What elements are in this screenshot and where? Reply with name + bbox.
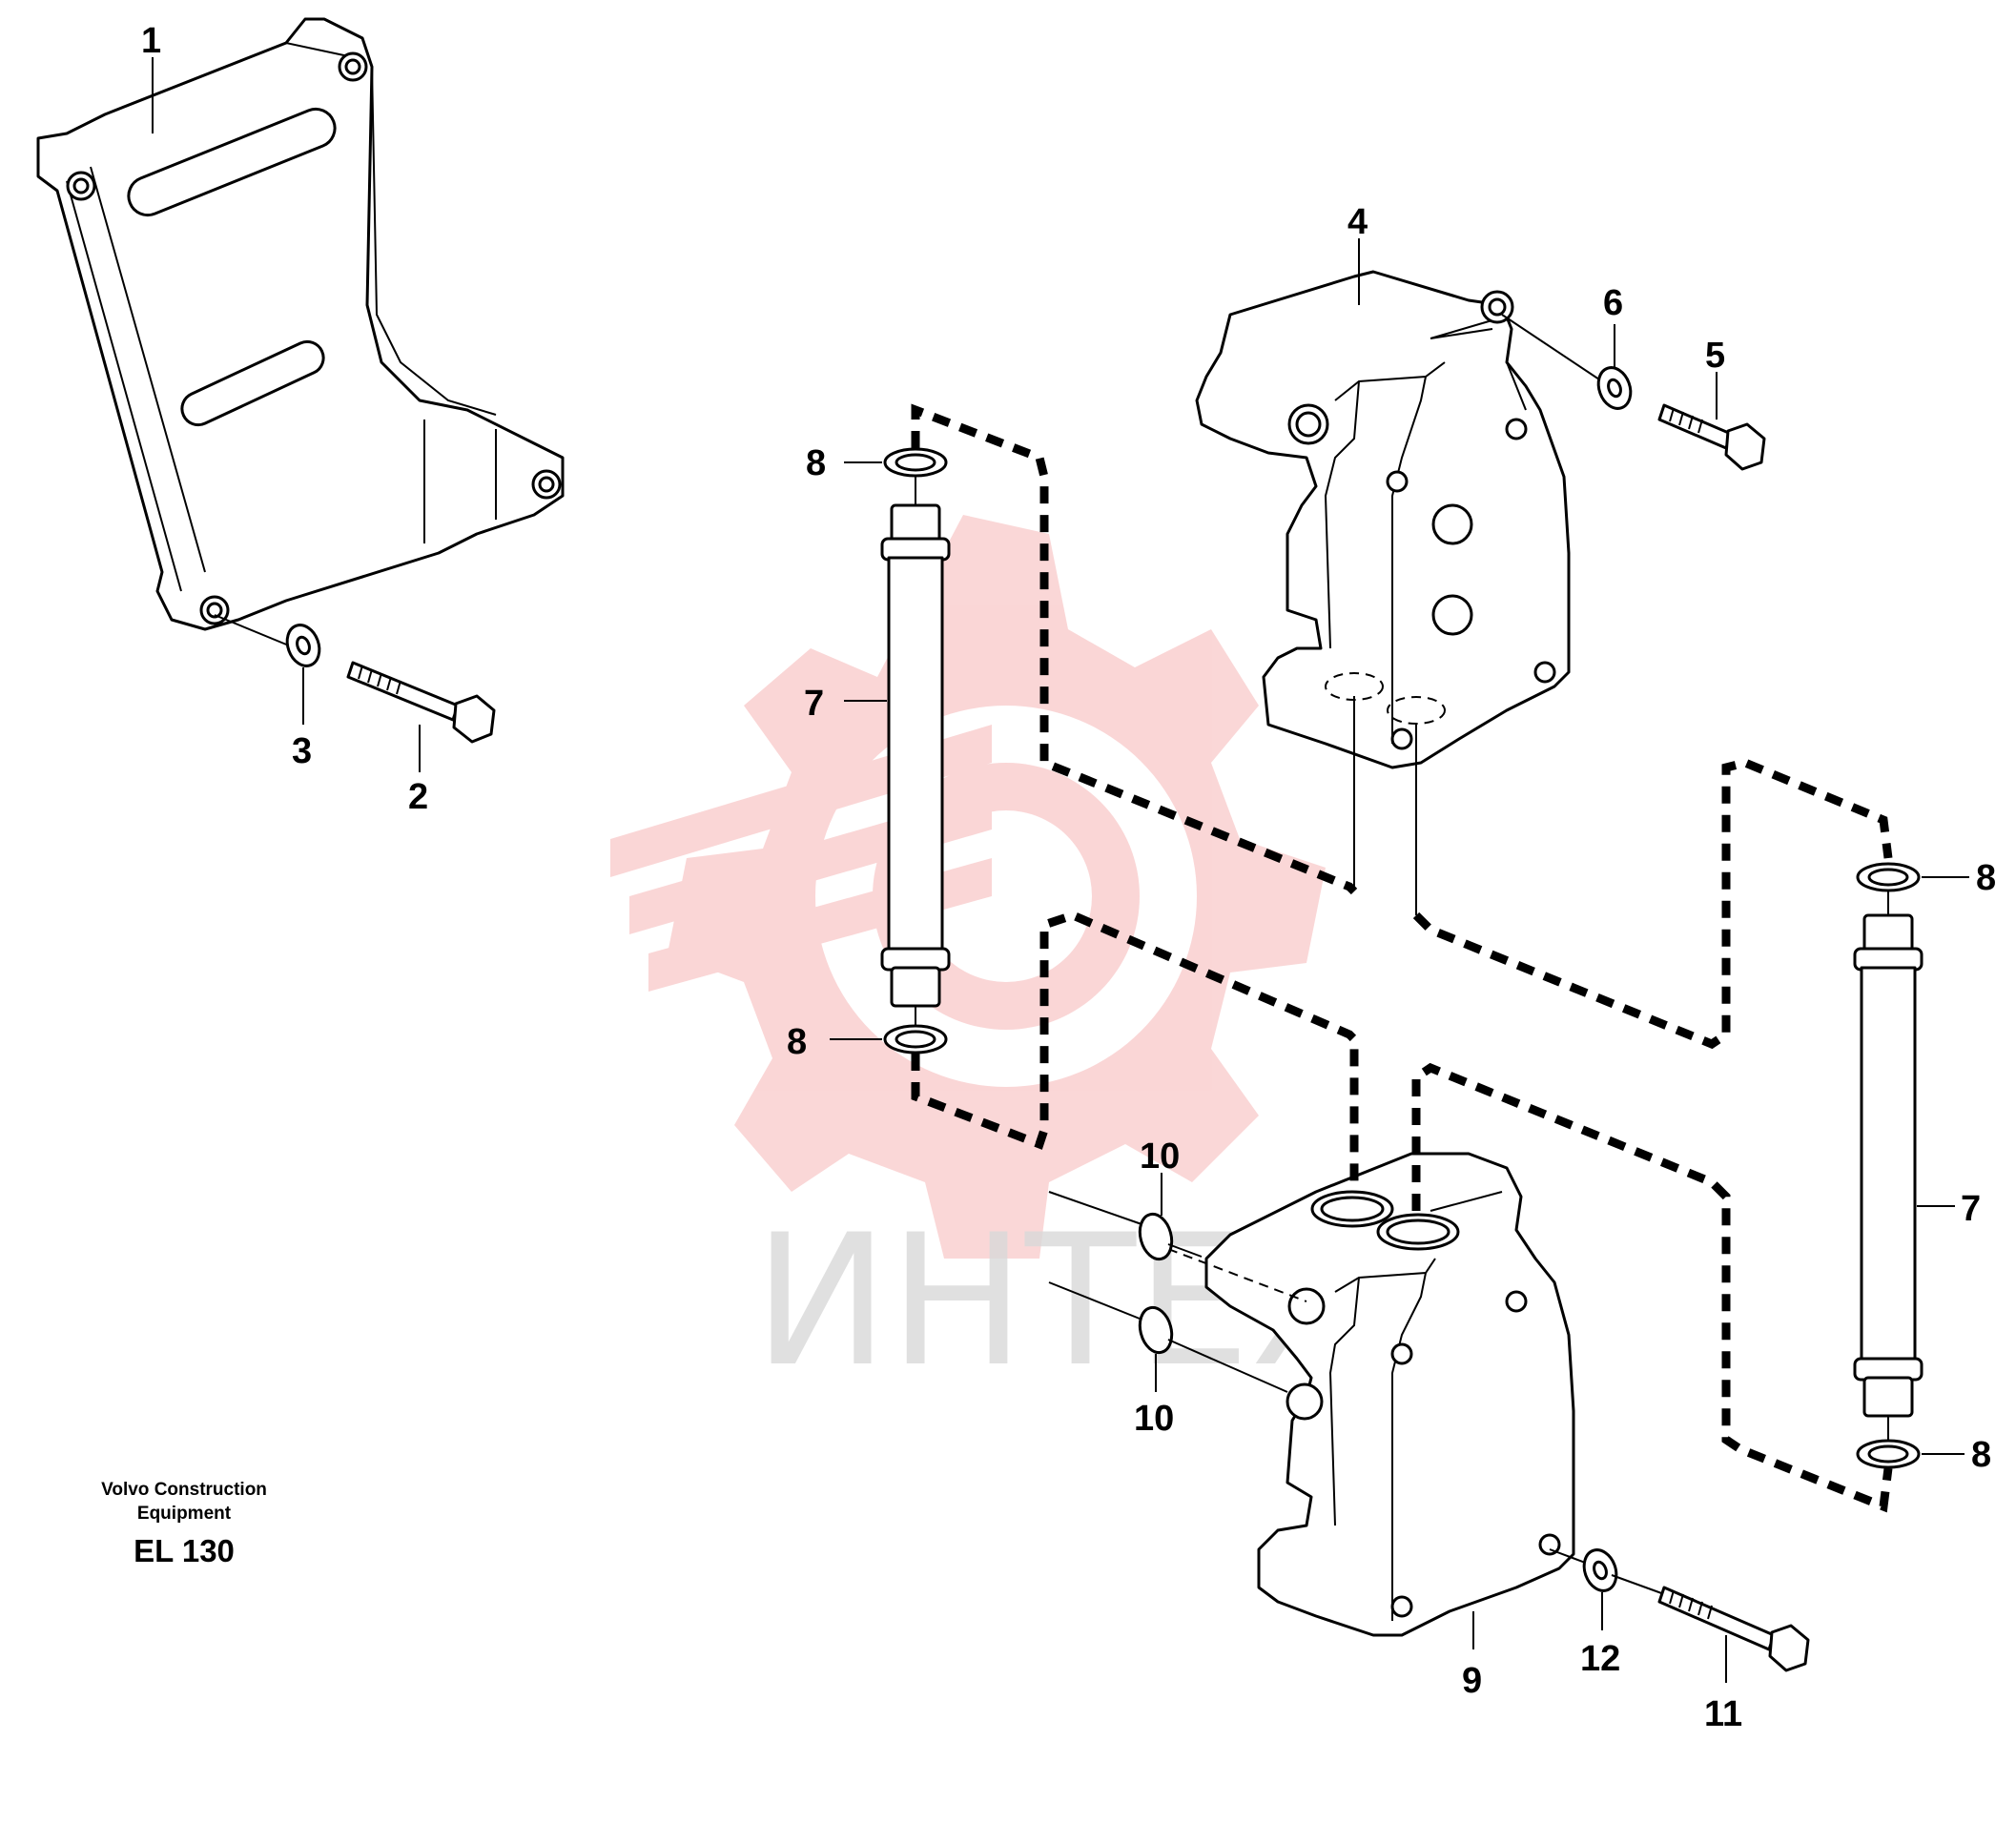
callout-7-left: 7 (804, 684, 824, 724)
o-ring-10-lower (1048, 1281, 1288, 1393)
callout-8-right-top: 8 (1976, 858, 1996, 898)
valve-block-lower (1167, 1152, 1575, 1637)
callout-5: 5 (1705, 336, 1725, 376)
callout-11: 11 (1704, 1694, 1742, 1734)
o-ring-10-upper (1048, 1191, 1203, 1261)
maker-note: Volvo Construction Equipment EL 130 (101, 1480, 267, 1568)
watermark-logo (610, 515, 1326, 1259)
pipe-7-left (880, 467, 951, 1034)
callout-9: 9 (1462, 1661, 1482, 1701)
callout-10-lower: 10 (1134, 1399, 1174, 1439)
callout-labels: 1 3 2 4 6 5 8 7 8 8 7 8 10 10 9 12 11 (141, 21, 1996, 1734)
washer-3 (214, 614, 321, 667)
callout-2: 2 (408, 777, 428, 817)
model-code: EL 130 (134, 1533, 235, 1568)
callout-4: 4 (1347, 202, 1368, 242)
washer-12 (1549, 1548, 1665, 1595)
callout-10-upper: 10 (1140, 1137, 1180, 1177)
bolt-2 (346, 661, 496, 744)
callout-7-right: 7 (1961, 1189, 1981, 1229)
washer-6 (1501, 314, 1633, 410)
maker-line-1: Volvo Construction (101, 1480, 267, 1500)
maker-line-2: Equipment (137, 1504, 232, 1524)
callout-1: 1 (141, 21, 161, 61)
callout-12: 12 (1580, 1639, 1620, 1679)
callout-6: 6 (1603, 283, 1623, 323)
leader-lines (152, 57, 1969, 1683)
callout-3: 3 (292, 731, 312, 771)
bracket-plate (36, 17, 565, 631)
bolt-5 (1657, 403, 1766, 471)
callout-8-left-bottom: 8 (787, 1022, 807, 1062)
connection-paths (911, 403, 1893, 1513)
pipe-7-right (1853, 887, 1923, 1444)
o-ring-8-right-top (1856, 862, 1921, 892)
bolt-11 (1657, 1586, 1810, 1672)
o-ring-8-left-top (883, 447, 948, 478)
o-ring-8-left-bottom (883, 1024, 948, 1055)
callout-8-right-bottom: 8 (1971, 1435, 1991, 1475)
o-ring-8-right-bottom (1856, 1439, 1921, 1469)
callout-8-left-top: 8 (806, 443, 826, 483)
valve-block-upper (1195, 270, 1571, 915)
